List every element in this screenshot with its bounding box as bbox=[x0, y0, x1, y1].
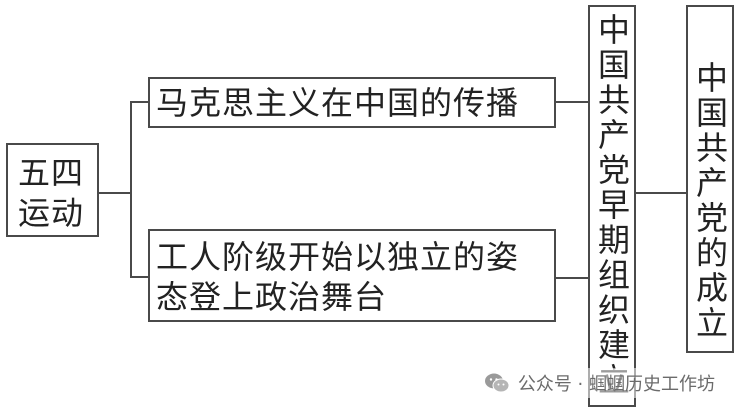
connector-middle-to-result bbox=[636, 192, 686, 194]
middle-node: 中国共产党早期组织建立 bbox=[588, 5, 636, 407]
connector-top-branch-to-middle bbox=[556, 101, 588, 103]
root-node: 五四 运动 bbox=[6, 143, 99, 237]
root-node-line2: 运动 bbox=[18, 194, 85, 232]
watermark: 公众号 · 蝈蝈历史工作坊 bbox=[479, 368, 719, 398]
connector-branch-spine bbox=[130, 101, 132, 278]
branch-node-top-label: 马克思主义在中国的传播 bbox=[156, 84, 520, 122]
branch-node-top: 马克思主义在中国的传播 bbox=[148, 77, 556, 128]
wechat-icon bbox=[484, 373, 510, 393]
connector-to-bottom-branch bbox=[130, 276, 148, 278]
connector-bottom-branch-to-middle bbox=[556, 277, 588, 279]
branch-node-bottom: 工人阶级开始以独立的姿 态登上政治舞台 bbox=[148, 229, 556, 322]
branch-node-bottom-line2: 态登上政治舞台 bbox=[156, 278, 388, 316]
watermark-text: 公众号 · 蝈蝈历史工作坊 bbox=[517, 374, 715, 395]
result-node-label: 中国共产党的成立 bbox=[691, 61, 729, 341]
root-node-line1: 五四 bbox=[18, 154, 85, 192]
result-node: 中国共产党的成立 bbox=[686, 5, 734, 353]
connector-to-top-branch bbox=[130, 101, 148, 103]
connector-root-out bbox=[98, 192, 130, 194]
middle-node-label: 中国共产党早期组织建立 bbox=[593, 13, 631, 398]
branch-node-bottom-line1: 工人阶级开始以独立的姿 bbox=[156, 238, 520, 276]
